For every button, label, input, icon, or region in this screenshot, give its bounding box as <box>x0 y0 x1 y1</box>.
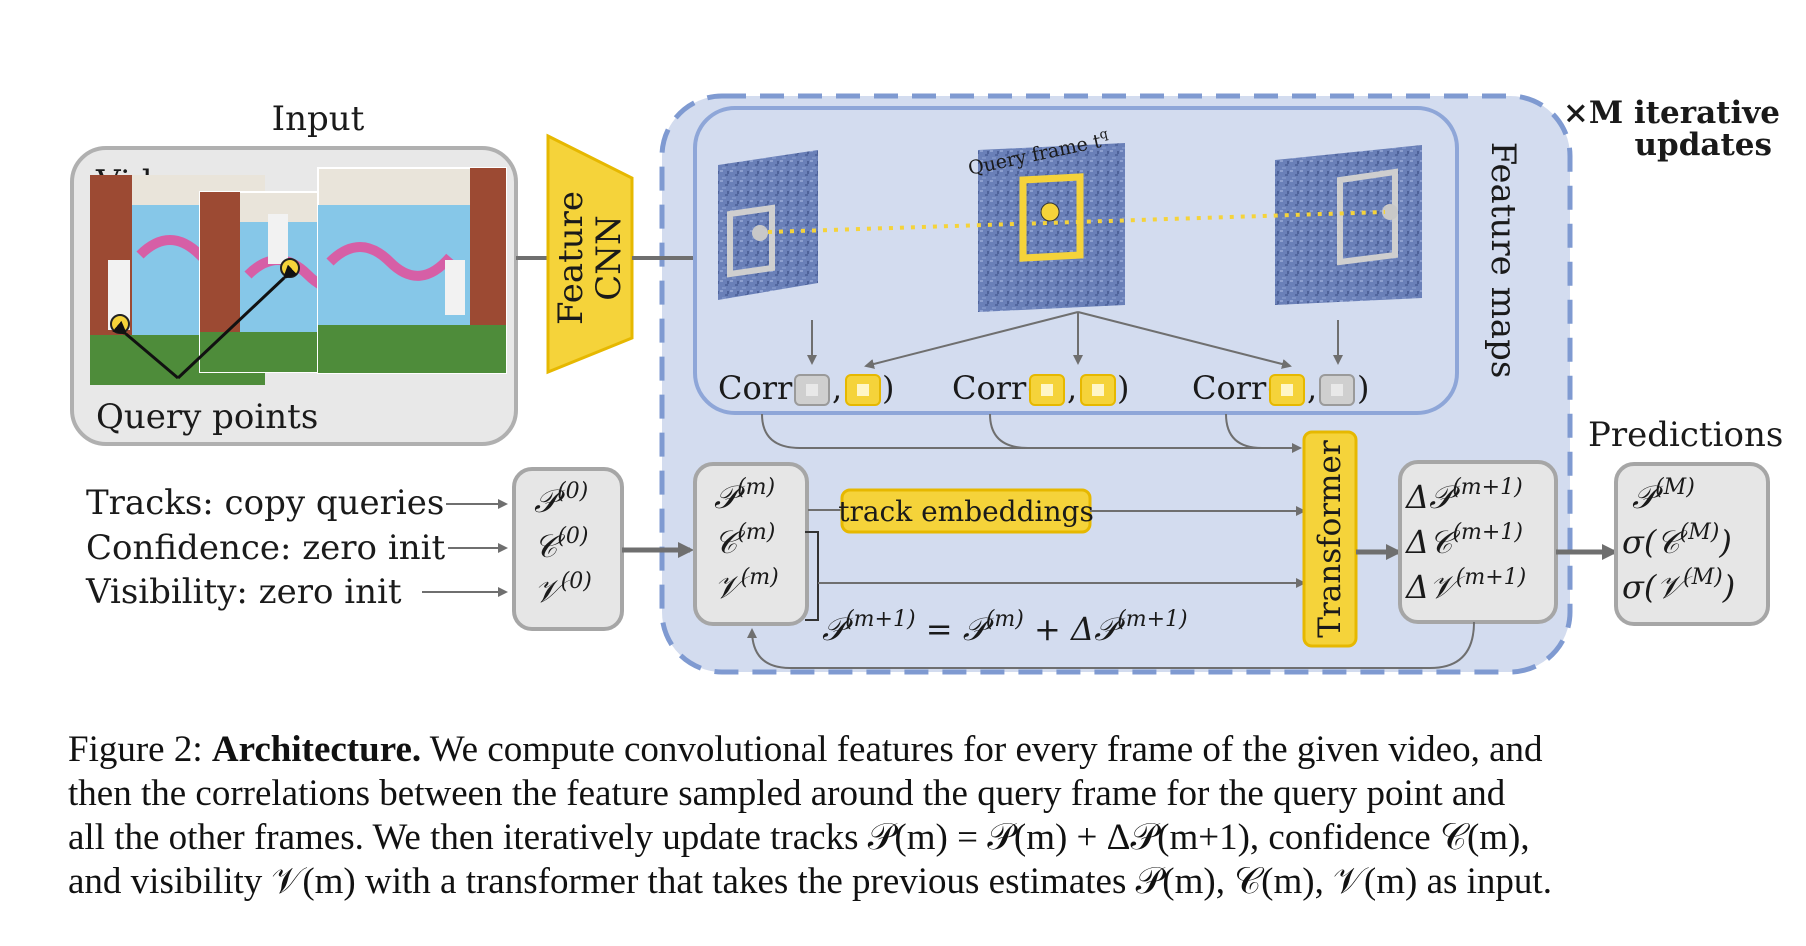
svg-text:,: , <box>1307 369 1317 407</box>
arrow-query-corr3 <box>1077 311 1292 369</box>
input-title: Input <box>272 99 365 139</box>
video-frames <box>90 167 507 385</box>
input-tracks-label: Tracks: copy queries <box>86 483 444 523</box>
predictions-box <box>1614 462 1770 626</box>
corr-1-label: Corr( <box>718 369 805 407</box>
feedback-loop <box>747 621 1475 669</box>
svg-text:Δ𝒞(m+1): Δ𝒞(m+1) <box>1404 520 1523 561</box>
feature-map-query <box>978 143 1125 312</box>
svg-text:): ) <box>882 369 894 407</box>
iteration-label-line2: updates <box>1635 127 1772 163</box>
predictions-label: Predictions <box>1588 415 1783 455</box>
feature-maps-label: Feature maps <box>1483 142 1523 379</box>
feature-map-3 <box>1275 145 1422 305</box>
query-point-2 <box>280 258 300 278</box>
track-embeddings-label: track embeddings <box>838 495 1094 528</box>
feature-cnn-line1: Feature <box>551 191 591 325</box>
corr-2-label: Corr( <box>952 369 1039 407</box>
query-arrow-2 <box>176 264 298 380</box>
architecture-diagram: ×M iterative updates Input Video <box>70 93 1783 675</box>
transformer-label: Transformer <box>1312 440 1348 638</box>
corr-2-to-transformer <box>989 413 1029 449</box>
feature-map-1 <box>718 150 818 300</box>
caption-bold-title: Architecture. <box>211 729 422 770</box>
corr-2: Corr( , ) <box>952 369 1129 407</box>
iter-state-contents: 𝒫(m) 𝒞(m) 𝒱(m) <box>714 475 779 606</box>
feature-map-1-window <box>727 204 775 278</box>
track-dotted-line <box>767 210 1386 234</box>
svg-text:σ(𝒞(M)): σ(𝒞(M)) <box>1622 520 1732 561</box>
corr-1: Corr( , ) <box>718 369 894 407</box>
corr-3-label: Corr( <box>1192 369 1279 407</box>
caption-line-2: then the correlations between the featur… <box>68 773 1506 814</box>
arrow-query-corr1 <box>864 311 1079 369</box>
figure-caption: Figure 2: Architecture. We compute convo… <box>68 728 1788 904</box>
transformer-block <box>1302 430 1358 648</box>
svg-text:Δ𝒱(m+1): Δ𝒱(m+1) <box>1404 565 1526 606</box>
caption-line-1-text: We compute convolutional features for ev… <box>421 729 1543 770</box>
feature-cnn-block <box>546 133 634 375</box>
corr-3-to-transformer <box>1225 413 1302 453</box>
svg-text:𝒫(M): 𝒫(M) <box>1632 475 1695 516</box>
feature-cnn-label: Feature CNN <box>551 191 629 325</box>
video-frame-3 <box>317 167 507 374</box>
query-window <box>1019 173 1084 262</box>
svg-text:Transformer: Transformer <box>1312 440 1348 638</box>
query-point-1 <box>110 314 130 334</box>
svg-text:𝒱(m): 𝒱(m) <box>714 565 779 606</box>
caption-prefix: Figure 2: <box>68 729 212 770</box>
corr-3: Corr( , ) <box>1192 369 1369 407</box>
svg-text:σ(𝒱(M)): σ(𝒱(M)) <box>1622 565 1735 606</box>
svg-text:,: , <box>1067 369 1077 407</box>
cv-bracket <box>805 531 819 621</box>
input-rows: Tracks: copy queries Confidence: zero in… <box>85 483 508 612</box>
delta-box-contents: Δ𝒫(m+1) Δ𝒞(m+1) Δ𝒱(m+1) <box>1404 475 1526 606</box>
delta-box <box>1398 460 1558 624</box>
feature-map-3-window <box>1337 168 1398 266</box>
iteration-label-line1: ×M iterative <box>1563 95 1780 131</box>
svg-text:): ) <box>1357 369 1369 407</box>
svg-text:Δ𝒫(m+1): Δ𝒫(m+1) <box>1404 475 1523 516</box>
iteration-label: ×M iterative updates <box>1563 95 1780 163</box>
iter-state-box <box>693 462 809 626</box>
svg-text:Feature maps: Feature maps <box>1483 142 1523 379</box>
input-visibility-label: Visibility: zero init <box>85 572 402 612</box>
caption-line-1: Figure 2: Architecture. We compute convo… <box>68 728 1788 772</box>
query-arrow-1 <box>112 320 179 380</box>
caption-line-4: and visibility 𝒱(m) with a transformer t… <box>68 861 1552 902</box>
caption-line-3: all the other frames. We then iterativel… <box>68 817 1530 858</box>
update-equation: 𝒫(m+1) = 𝒫(m) + Δ𝒫(m+1) <box>822 607 1188 648</box>
svg-text:): ) <box>1117 369 1129 407</box>
svg-text:𝒱(0): 𝒱(0) <box>534 569 592 610</box>
input-confidence-label: Confidence: zero init <box>86 528 445 568</box>
init-box-contents: 𝒫(0) 𝒞(0) 𝒱(0) <box>534 479 592 610</box>
corr-1-to-transformer <box>761 413 1296 449</box>
feature-cnn-line2: CNN <box>589 215 629 301</box>
svg-text:,: , <box>832 369 842 407</box>
query-points-label: Query points <box>96 397 318 437</box>
predictions-contents: 𝒫(M) σ(𝒞(M)) σ(𝒱(M)) <box>1622 475 1735 606</box>
